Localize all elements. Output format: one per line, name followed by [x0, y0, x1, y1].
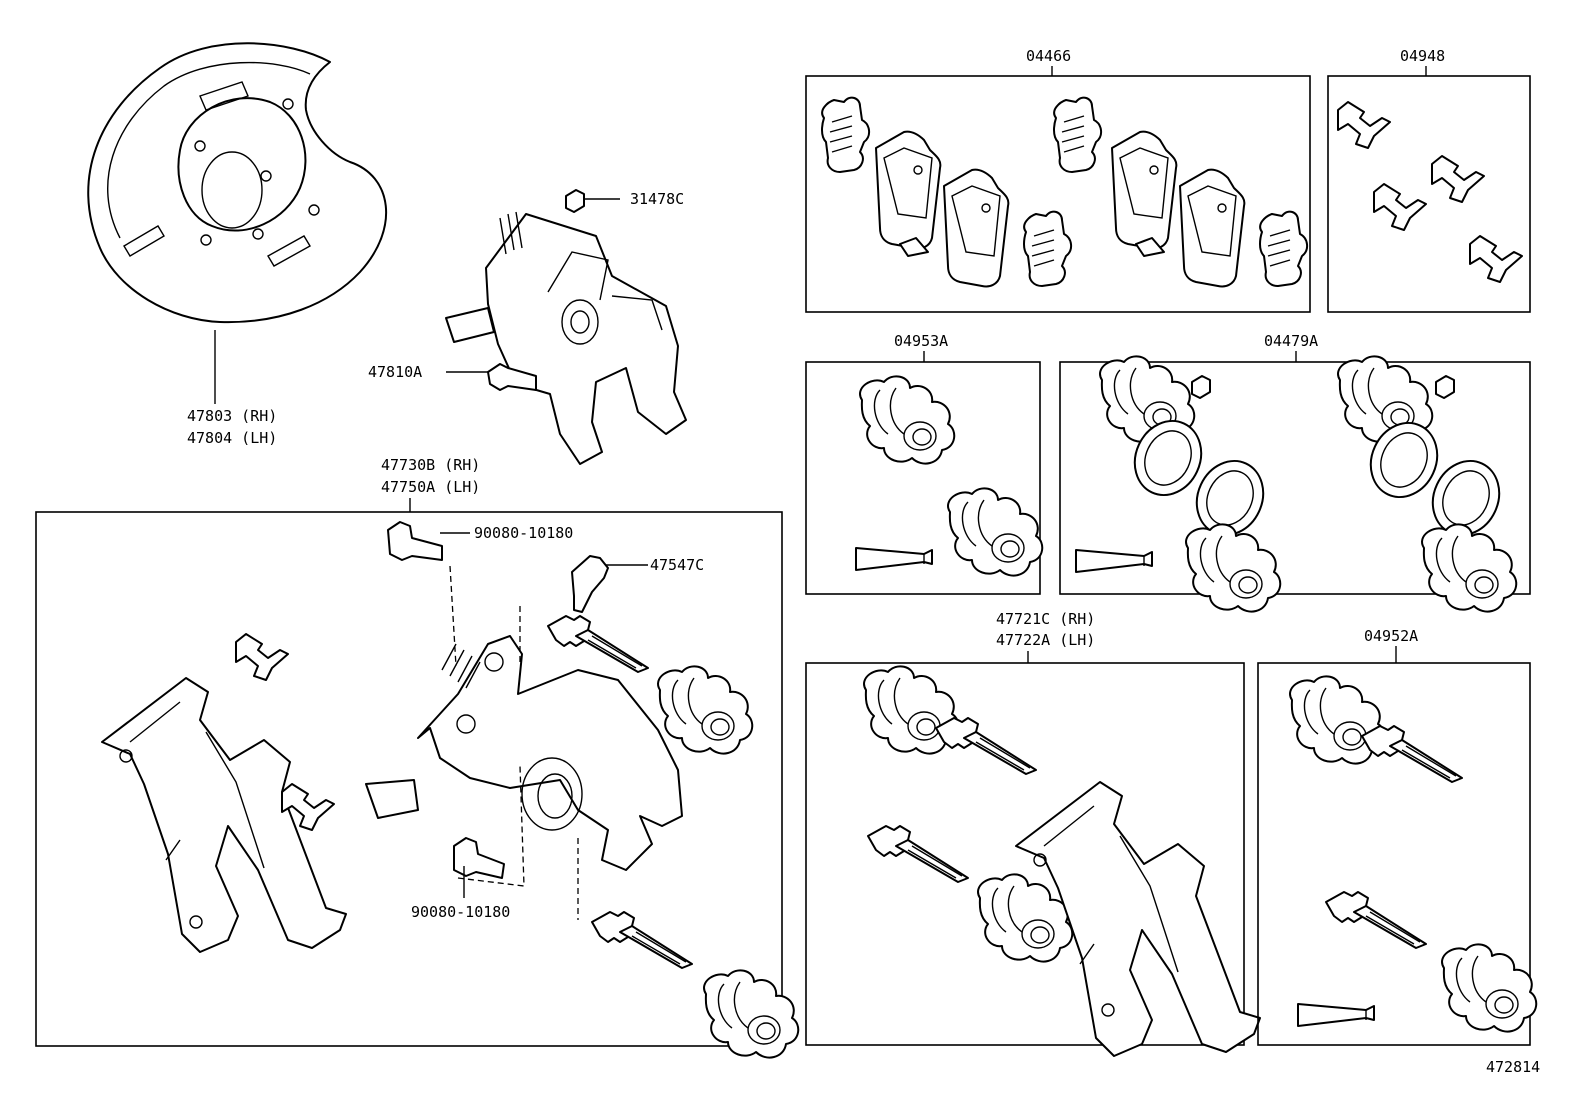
caliper-rh-label: 47730B (RH) — [381, 456, 480, 474]
mounting-rh-label: 47721C (RH) — [996, 610, 1095, 628]
slide-kit-box — [1257, 662, 1531, 1046]
anti-squeal-kit-box — [1327, 75, 1531, 313]
slide-kit-label: 04952A — [1364, 627, 1418, 645]
boot-kit-box — [805, 361, 1041, 595]
boot-kit-label: 04953A — [894, 332, 948, 350]
caliper-lh-label: 47750A (LH) — [381, 478, 480, 496]
cylinder-kit-drawing — [1075, 355, 1518, 613]
caliper-group-box — [35, 511, 783, 1047]
pad-kit-box — [805, 75, 1311, 313]
cylinder-kit-box — [1059, 361, 1531, 595]
diagram-id-label: 472814 — [1486, 1058, 1540, 1076]
dust-cover-lh-label: 47804 (LH) — [187, 429, 277, 447]
pad-kit-drawing — [821, 96, 1309, 288]
anti-squeal-kit-label: 04948 — [1400, 47, 1445, 65]
pad-kit-label: 04466 — [1026, 47, 1071, 65]
slide-kit-drawing — [1289, 675, 1538, 1033]
bolt-bottom-label: 90080-10180 — [411, 903, 510, 921]
boot-kit-drawing — [855, 375, 1044, 577]
anti-squeal-kit-drawing — [1337, 101, 1523, 283]
cylinder-kit-label: 04479A — [1264, 332, 1318, 350]
dust-cover-drawing — [87, 42, 388, 404]
caliper-exploded-drawing — [101, 521, 800, 1059]
mounting-kit-box — [805, 662, 1245, 1046]
cap-label: 31478C — [630, 190, 684, 208]
bleeder-label: 47547C — [650, 556, 704, 574]
bolt-top-label: 90080-10180 — [474, 524, 573, 542]
mounting-kit-drawing — [863, 665, 1261, 1057]
caliper-assembly-drawing — [445, 189, 687, 465]
dust-cover-rh-label: 47803 (RH) — [187, 407, 277, 425]
mounting-lh-label: 47722A (LH) — [996, 631, 1095, 649]
bleeder-plug-label: 47810A — [368, 363, 422, 381]
